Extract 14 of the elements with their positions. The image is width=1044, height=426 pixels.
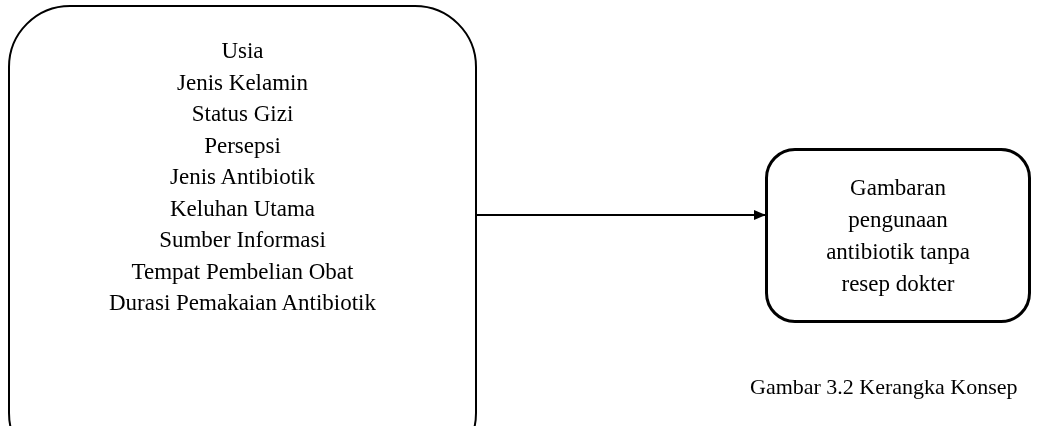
outcome-text: Gambaran pengunaan antibiotik tanpa resep dokter [825, 173, 971, 298]
variable-label: Usia [221, 37, 264, 65]
variable-label: Status Gizi [191, 100, 294, 128]
variable-label: Persepsi [204, 131, 281, 160]
variable-box [8, 5, 477, 426]
arrow [476, 210, 766, 220]
variable-label: Sumber Informasi [159, 226, 326, 254]
outcome-box [765, 148, 1031, 323]
variable-label: Jenis Kelamin [177, 68, 308, 97]
variable-label: Durasi Pemakaian Antibiotik [109, 289, 376, 317]
variable-label: Jenis Antibiotik [169, 163, 315, 191]
variable-label: Keluhan Utama [170, 194, 315, 223]
figure-caption: Gambar 3.2 Kerangka Konsep [750, 374, 1018, 400]
variable-label: Tempat Pembelian Obat [131, 257, 354, 286]
